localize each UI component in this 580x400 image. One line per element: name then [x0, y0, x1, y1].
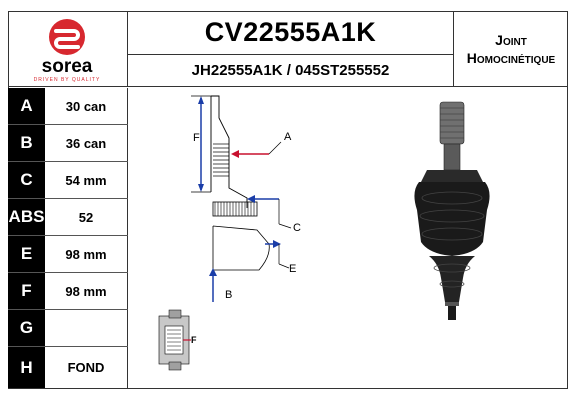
spec-value: 30 can — [45, 88, 128, 124]
label-f: F — [193, 132, 200, 144]
label-e: E — [289, 263, 296, 275]
brand-name: sorea — [42, 56, 93, 77]
spec-value: FOND — [45, 347, 128, 388]
spec-value: 52 — [45, 199, 128, 235]
part-type-line1: Joint — [495, 31, 527, 48]
spec-value: 98 mm — [45, 236, 128, 272]
spec-row-c: C 54 mm — [8, 162, 128, 199]
spec-key: G — [8, 310, 45, 346]
dimension-f-arrow-bottom — [198, 184, 204, 192]
spec-key: C — [8, 162, 45, 198]
arrow-a-head — [231, 150, 239, 158]
label-b: B — [225, 289, 232, 301]
label-a: A — [284, 131, 292, 143]
sorea-logo: sorea DRIVEN BY QUALITY — [34, 19, 101, 83]
spec-key: H — [8, 347, 45, 388]
spec-row-a: A 30 can — [8, 88, 128, 125]
mini-label-f: F — [191, 335, 197, 345]
spec-key: F — [8, 273, 45, 309]
part-reference: CV22555A1K — [128, 11, 453, 55]
spec-value: 54 mm — [45, 162, 128, 198]
mini-section-diagram: F — [158, 309, 197, 371]
spec-row-h: H FOND — [8, 347, 128, 388]
shaft-outline — [211, 95, 248, 208]
alt-references: JH22555A1K / 045ST255552 — [128, 55, 453, 87]
abs-ring — [212, 201, 258, 217]
logo-s-icon — [54, 29, 80, 49]
technical-drawing: F A C — [158, 95, 490, 371]
part-type: Joint Homocinétique — [453, 11, 568, 87]
spec-row-g: G — [8, 310, 128, 347]
brand-tagline: DRIVEN BY QUALITY — [34, 77, 101, 83]
arrow-b-head — [209, 268, 217, 276]
dimension-f-arrow-top — [198, 96, 204, 104]
arrow-c-head — [247, 195, 255, 203]
spec-value — [45, 310, 128, 346]
spec-value: 36 can — [45, 125, 128, 161]
spec-row-abs: ABS 52 — [8, 199, 128, 236]
spline-a — [213, 143, 229, 177]
brand-logo-cell: sorea DRIVEN BY QUALITY — [8, 11, 128, 87]
spec-key: E — [8, 236, 45, 272]
spec-key: B — [8, 125, 45, 161]
spec-row-e: E 98 mm — [8, 236, 128, 273]
arrow-e-head — [273, 240, 281, 248]
label-c: C — [293, 222, 301, 234]
spec-row-f: F 98 mm — [8, 273, 128, 310]
spec-key: A — [8, 88, 45, 124]
part-type-line2: Homocinétique — [466, 49, 556, 66]
spec-value: 98 mm — [45, 273, 128, 309]
cv-joint-photo — [414, 101, 490, 320]
bell-body — [212, 225, 270, 271]
spec-row-b: B 36 can — [8, 125, 128, 162]
spec-key: ABS — [8, 199, 45, 235]
